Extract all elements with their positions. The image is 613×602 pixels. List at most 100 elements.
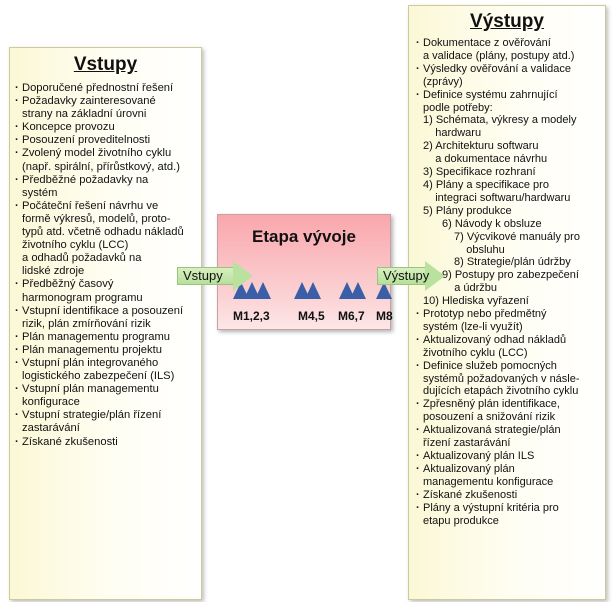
inputs-item: Doporučené přednostní řešení	[15, 82, 197, 95]
inputs-item-line: typů atd. včetně odhadu nákladů	[22, 226, 184, 239]
outputs-item-line: managementu konfigurace	[423, 475, 554, 488]
inputs-item-line: rizik, plán zmírňování rizik	[22, 317, 151, 330]
outputs-item-line: systémů požadovaných v násle-	[423, 372, 580, 385]
milestone-label: M6,7	[338, 309, 365, 323]
outputs-item-line: 9) Postupy pro zabezpečení	[442, 269, 579, 282]
outputs-item-line: etapu produkce	[423, 514, 499, 527]
inputs-item-line: Předběžný časový	[22, 278, 114, 291]
outputs-item: Získané zkušenosti	[416, 488, 599, 502]
milestone-label: M4,5	[298, 309, 325, 323]
outputs-item: 9) Postupy pro zabezpečení a údržbu	[423, 269, 599, 295]
inputs-item-line: Zvolený model životního cyklu	[22, 147, 172, 160]
milestone-label: M1,2,3	[233, 309, 270, 323]
outputs-item-line: Dokumentace z ověřování	[423, 37, 551, 49]
outputs-item-line: Aktualizovaný plán ILS	[423, 450, 535, 462]
inputs-item-line: Získané zkušenosti	[22, 435, 118, 448]
inputs-item-line: Plán managementu programu	[22, 330, 171, 343]
outputs-item-line: 1) Schémata, výkresy a modely	[423, 114, 577, 127]
outputs-item-line: Definice systému zahrnující	[423, 88, 558, 101]
input-arrow: Vstupy	[177, 261, 253, 291]
inputs-item: Posouzení proveditelnosti	[15, 134, 197, 147]
outputs-item: 5) Plány produkce	[423, 205, 599, 218]
outputs-item-line: Získané zkušenosti	[423, 488, 518, 501]
inputs-item-line: formě výkresů, modelů, proto-	[22, 212, 171, 225]
outputs-item-line: a dokumentace návrhu	[423, 153, 548, 166]
inputs-item: Plán managementu programu	[15, 330, 197, 344]
inputs-item-line: Posouzení proveditelnosti	[22, 134, 151, 147]
inputs-item-line: Doporučené přednostní řešení	[22, 82, 174, 94]
outputs-item-line: 5) Plány produkce	[423, 204, 512, 217]
outputs-item: 4) Plány a specifikace pro integraci sof…	[423, 179, 599, 205]
inputs-item-line: konfigurace	[22, 396, 80, 409]
inputs-item: Získané zkušenosti	[15, 435, 197, 449]
outputs-title: Výstupy	[470, 11, 544, 32]
outputs-item: Zpřesněný plán identifikace,posouzení a …	[416, 398, 599, 424]
outputs-item: 2) Architekturu softwaru a dokumentace n…	[423, 140, 599, 166]
input-arrow-label: Vstupy	[183, 268, 223, 283]
outputs-item-line: 6) Návody k obsluze	[442, 217, 542, 230]
output-arrow: Výstupy	[377, 261, 445, 291]
inputs-item-line: strany na základní úrovni	[22, 108, 147, 121]
outputs-item: Aktualizovaný plán ILS	[416, 450, 599, 463]
inputs-item-line: a odhadů požadavků na	[22, 252, 142, 265]
outputs-item: 3) Specifikace rozhraní	[423, 166, 599, 179]
outputs-item-line: Aktualizovaný plán	[423, 462, 515, 475]
inputs-item: Koncepce provozu	[15, 121, 197, 134]
outputs-item-line: a validace (plány, postupy atd.)	[423, 49, 575, 62]
outputs-item: 1) Schémata, výkresy a modely hardwaru	[423, 114, 599, 140]
outputs-item-line: integraci softwaru/hardwaru	[423, 191, 571, 204]
outputs-item-line: Zpřesněný plán identifikace,	[423, 398, 560, 411]
outputs-item: 10) Hlediska vyřazení	[423, 295, 599, 308]
inputs-item-line: Počáteční řešení návrhu ve	[22, 199, 159, 212]
inputs-list: Doporučené přednostní řešeníPožadavky za…	[10, 82, 201, 449]
outputs-item-line: 4) Plány a specifikace pro	[423, 178, 549, 191]
outputs-item-line: a údržbu	[442, 282, 498, 295]
milestone-label: M8	[376, 309, 393, 323]
outputs-item-line: systém (lze-li využít)	[423, 320, 523, 333]
outputs-item-line: Aktualizovaný odhad nákladů	[423, 333, 567, 346]
outputs-item-line: životního cyklu (LCC)	[423, 346, 528, 359]
milestone-triangle	[305, 282, 321, 299]
outputs-item-line: obsluhu	[454, 243, 505, 256]
outputs-item-line: 10) Hlediska vyřazení	[423, 295, 529, 308]
inputs-title: Vstupy	[73, 54, 138, 75]
inputs-item-line: zastarávání	[22, 422, 80, 435]
outputs-item-line: Plány a výstupní kritéria pro	[423, 501, 559, 514]
outputs-item-line: řízení zastarávání	[423, 437, 511, 450]
outputs-item: 6) Návody k obsluze	[423, 218, 599, 231]
outputs-item-line: 8) Strategie/plán údržby	[454, 256, 571, 269]
inputs-item-line: Vstupní identifikace a posouzení	[22, 304, 184, 317]
inputs-panel: Vstupy Doporučené přednostní řešeníPožad…	[9, 47, 202, 600]
outputs-item-line: podle potřeby:	[423, 101, 493, 114]
outputs-item-line: 7) Výcvikové manuály pro	[454, 230, 580, 243]
outputs-item-line: Aktualizovaná strategie/plán	[423, 424, 561, 437]
inputs-item-line: logistického zabezpečení (ILS)	[22, 370, 175, 383]
stage-title: Etapa vývoje	[252, 227, 356, 246]
outputs-item: 7) Výcvikové manuály pro obsluhu	[423, 231, 599, 257]
outputs-item-line: dujících etapách životního cyklu	[423, 385, 579, 398]
inputs-item: Zvolený model životního cyklu(např. spir…	[15, 147, 197, 173]
inputs-item: Plán managementu projektu	[15, 344, 197, 357]
outputs-item: Výsledky ověřování a validace(zprávy)	[416, 63, 599, 89]
inputs-item-line: Předběžné požadavky na	[22, 173, 149, 186]
outputs-item-line: posouzení a snižování rizik	[423, 411, 556, 424]
milestone-triangle	[350, 282, 366, 299]
inputs-item-line: Koncepce provozu	[22, 121, 115, 134]
output-arrow-label: Výstupy	[383, 268, 430, 283]
inputs-item-line: systém	[22, 186, 58, 199]
inputs-item-line: harmonogram programu	[22, 291, 143, 304]
